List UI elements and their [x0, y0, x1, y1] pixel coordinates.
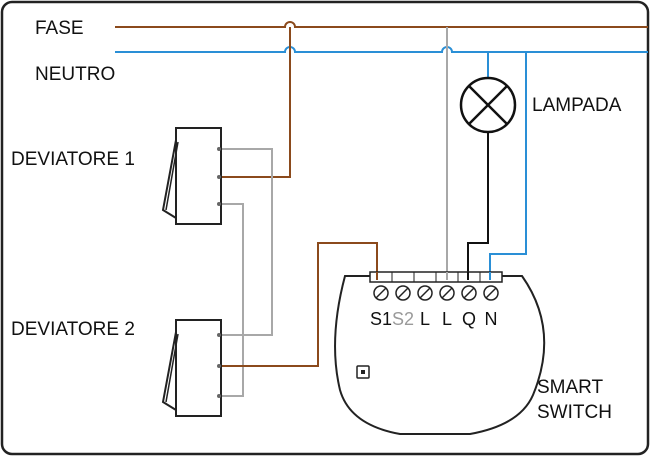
- two-way-switch-icon: [161, 139, 177, 219]
- neutral-to-n-wire: [489, 52, 527, 275]
- terminal-label-l2: L: [442, 309, 452, 329]
- terminal-label-n: N: [485, 309, 498, 329]
- fase-label: FASE: [35, 18, 84, 39]
- neutral-bus-line: [115, 46, 648, 53]
- lampada-label: LAMPADA: [532, 95, 622, 116]
- deviatore2-switch: [161, 319, 222, 417]
- deviatore2-label: DEVIATORE 2: [11, 319, 135, 340]
- terminal-label-s1: S1: [370, 309, 392, 329]
- smart-label: SMART: [537, 377, 604, 398]
- lamp-to-q-wire: [467, 132, 489, 275]
- terminal-label-s2: S2: [392, 309, 414, 329]
- deviatore2-to-s1-wire: [219, 242, 378, 367]
- terminal-label-q: Q: [462, 309, 476, 329]
- terminal-label-l1: L: [420, 309, 430, 329]
- neutro-label: NEUTRO: [35, 64, 115, 85]
- terminal-dividers: [391, 272, 481, 282]
- phase-to-deviatore1-wire: [219, 27, 291, 178]
- smart-switch-module: [334, 271, 546, 435]
- traveler-wire-2: [219, 203, 244, 397]
- screw-terminal-icon: [373, 285, 499, 301]
- switch-label: SWITCH: [537, 402, 612, 423]
- deviatore1-switch: [161, 127, 222, 225]
- lamp-cross-icon: [459, 76, 517, 134]
- traveler-wire-1: [219, 148, 273, 336]
- phase-bus-line: [115, 21, 648, 28]
- deviatore1-label: DEVIATORE 1: [11, 149, 135, 170]
- two-way-switch-icon: [161, 331, 177, 411]
